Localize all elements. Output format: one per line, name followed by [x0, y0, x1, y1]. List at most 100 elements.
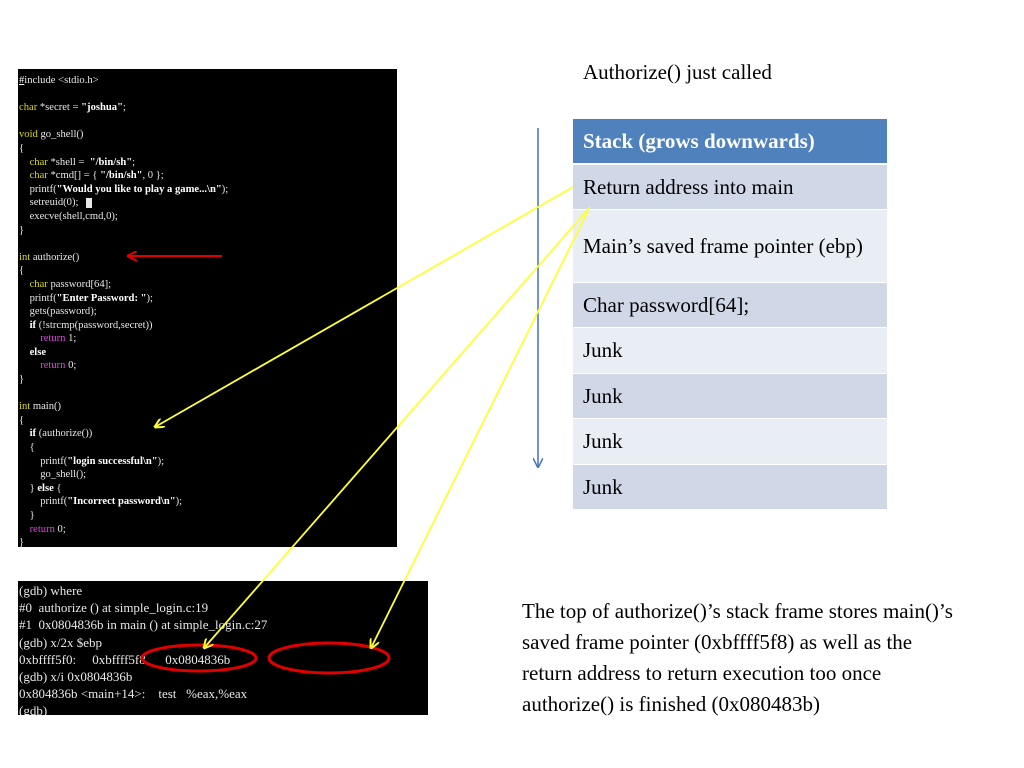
- code-line: if (authorize()): [19, 427, 397, 441]
- code-line: } else {: [19, 482, 397, 496]
- code-line: [19, 237, 397, 251]
- code-token: include <stdio.h>: [24, 75, 99, 86]
- code-token: return: [29, 523, 55, 535]
- code-token: {: [19, 142, 25, 154]
- code-token: [19, 320, 30, 331]
- gdb-output-screenshot: (gdb) where #0 authorize () at simple_log…: [18, 581, 428, 715]
- stack-row: Main’s saved frame pointer (ebp): [573, 209, 887, 283]
- code-line: {: [19, 414, 397, 428]
- stack-cell: Junk: [573, 373, 887, 419]
- code-token: void: [19, 129, 38, 141]
- stack-header-row: Stack (grows downwards): [573, 119, 887, 165]
- code-token: printf(: [19, 455, 68, 467]
- code-token: (authorize()): [36, 428, 93, 440]
- gdb-line: (gdb) where: [19, 583, 83, 598]
- code-token: setreuid(0);: [19, 197, 87, 209]
- code-line: printf("Would you like to play a game...…: [19, 183, 397, 197]
- code-token: *cmd[] = {: [47, 170, 101, 182]
- gdb-line: #0 authorize () at simple_login.c:19: [19, 600, 209, 616]
- code-token: int: [19, 401, 31, 413]
- code-line: if (!strcmp(password,secret)): [19, 319, 397, 333]
- code-line: printf("login successful\n");: [19, 455, 397, 469]
- stack-row: Return address into main: [573, 164, 887, 210]
- slide-title: Authorize() just called: [583, 60, 772, 84]
- code-line: setreuid(0);: [19, 196, 397, 210]
- stack-cell: Junk: [573, 418, 887, 465]
- code-token: [19, 170, 30, 181]
- gdb-line: (gdb) x/2x $ebp: [19, 634, 103, 650]
- code-token: ;: [132, 156, 136, 168]
- code-token: "Would you like to play a game...\n": [56, 183, 222, 195]
- code-token: [19, 157, 30, 168]
- code-line: [19, 88, 397, 102]
- code-token: *shell =: [47, 156, 90, 168]
- code-token: }: [19, 224, 25, 236]
- code-line: go_shell();: [19, 468, 397, 482]
- code-token: go_shell();: [19, 469, 87, 481]
- code-token: return: [40, 333, 66, 345]
- code-line: printf("Enter Password: ");: [19, 292, 397, 306]
- code-token: printf(: [19, 183, 57, 195]
- code-line: return 0;: [19, 523, 397, 537]
- code-token: {: [19, 442, 35, 454]
- code-line: }: [19, 373, 397, 387]
- stack-header: Stack (grows downwards): [573, 119, 887, 165]
- code-token: );: [157, 455, 165, 467]
- code-line: return 0;: [19, 359, 397, 373]
- code-token: else: [37, 482, 54, 494]
- stack-cell: Main’s saved frame pointer (ebp): [573, 209, 887, 283]
- code-line: [19, 387, 397, 401]
- code-token: );: [146, 292, 153, 304]
- code-token: {: [53, 482, 62, 494]
- code-token: );: [221, 183, 229, 195]
- code-line: char *shell = "/bin/sh";: [19, 156, 397, 170]
- code-line: {: [19, 264, 397, 278]
- code-token: 1;: [65, 333, 77, 345]
- code-token: ;: [122, 102, 126, 114]
- code-token: "/bin/sh": [100, 170, 143, 182]
- code-line: int main(): [19, 400, 397, 414]
- code-token: {: [19, 265, 25, 277]
- stack-row: Junk: [573, 373, 887, 419]
- code-token: "login successful\n": [67, 455, 158, 467]
- stack-table: Stack (grows downwards) Return address i…: [573, 119, 887, 510]
- gdb-line: #1 0x0804836b in main () at simple_login…: [19, 617, 268, 633]
- code-token: authorize(): [30, 251, 80, 263]
- code-token: [19, 347, 30, 358]
- code-line: gets(password);: [19, 305, 397, 319]
- code-line: char *cmd[] = { "/bin/sh", 0 };: [19, 169, 397, 183]
- code-token: else: [29, 346, 47, 358]
- code-token: password[64];: [47, 278, 112, 290]
- stack-cell: Junk: [573, 464, 887, 510]
- code-line: {: [19, 142, 397, 156]
- gdb-line: (gdb): [19, 703, 48, 715]
- code-token: "Enter Password: ": [56, 292, 147, 304]
- code-token: char: [29, 170, 48, 182]
- code-line: }: [19, 509, 397, 523]
- code-line: char *secret = "joshua";: [19, 101, 397, 115]
- code-token: char: [29, 156, 48, 168]
- code-token: }: [19, 482, 38, 494]
- code-line: [19, 115, 397, 129]
- code-token: int: [19, 251, 31, 263]
- code-token: , 0 };: [142, 170, 164, 182]
- code-token: char: [19, 102, 38, 114]
- code-token: );: [175, 496, 183, 508]
- code-line: {: [19, 441, 397, 455]
- gdb-line: 0x804836b <main+14>: test %eax,%eax: [19, 686, 248, 702]
- code-token: [19, 333, 40, 344]
- gdb-line: 0xbffff5f0: 0xbffff5f8 0x0804836b: [19, 651, 231, 667]
- code-token: if: [29, 319, 37, 331]
- stack-cell: Return address into main: [573, 164, 887, 210]
- stack-row: Junk: [573, 464, 887, 510]
- code-token: return: [40, 360, 66, 372]
- code-token: if: [29, 428, 37, 440]
- code-token: *secret =: [37, 102, 82, 114]
- stack-row: Char password[64];: [573, 282, 887, 328]
- code-token: }: [19, 510, 35, 521]
- code-token: "Incorrect password\n": [67, 496, 176, 508]
- code-line: return 1;: [19, 332, 397, 346]
- code-line: void go_shell(): [19, 128, 397, 142]
- code-token: {: [19, 414, 25, 426]
